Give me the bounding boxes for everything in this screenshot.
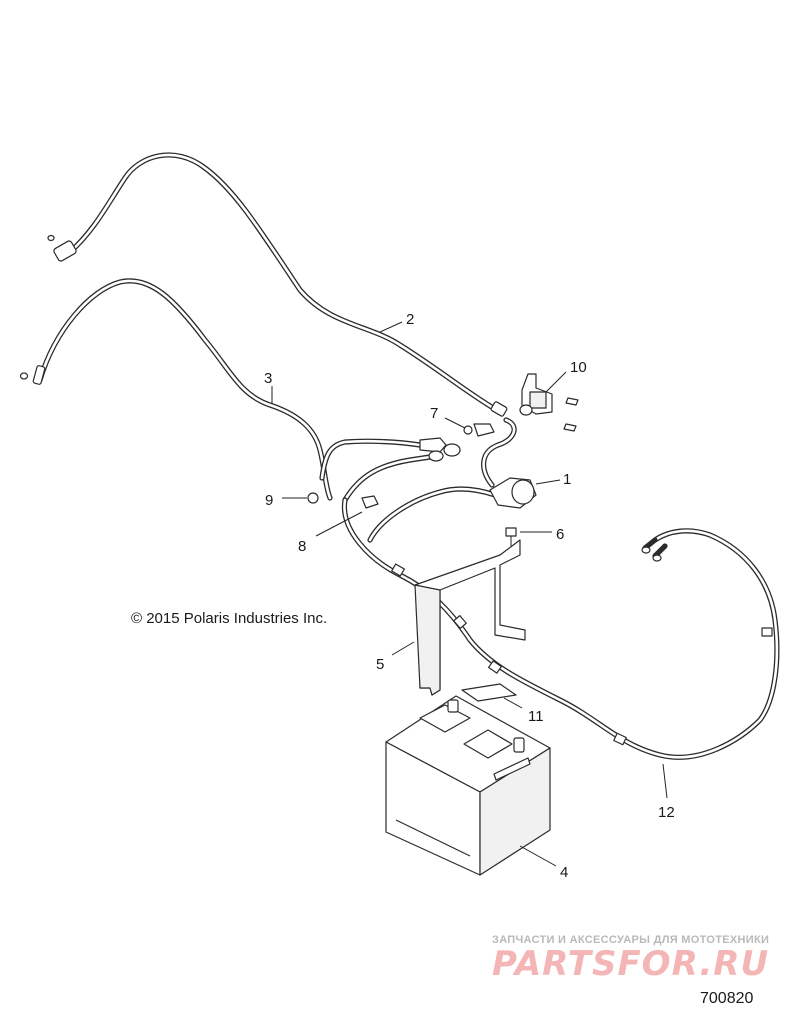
part-4-battery bbox=[385, 695, 551, 876]
fasteners bbox=[307, 423, 517, 546]
callout-6: 6 bbox=[556, 526, 564, 543]
part-1-boot bbox=[489, 477, 537, 509]
copyright-notice: © 2015 Polaris Industries Inc. bbox=[131, 610, 328, 627]
diagram-number: 700820 bbox=[700, 990, 754, 1007]
callout-3: 3 bbox=[264, 370, 272, 387]
callout-12: 12 bbox=[658, 804, 675, 821]
ground-cable bbox=[319, 437, 461, 503]
part-5-bracket bbox=[414, 539, 526, 696]
callout-5: 5 bbox=[376, 656, 384, 673]
callout-1: 1 bbox=[563, 471, 571, 488]
callout-7: 7 bbox=[430, 405, 438, 422]
callout-9: 9 bbox=[265, 492, 273, 509]
callout-labels: 1 2 3 4 5 6 7 8 9 10 11 12 bbox=[264, 311, 675, 881]
part-10-relay bbox=[519, 373, 579, 432]
callout-11: 11 bbox=[528, 708, 544, 725]
watermark-logo: PARTSFOR.RU bbox=[492, 944, 770, 984]
leader-lines bbox=[271, 321, 668, 867]
cable-3 bbox=[19, 278, 333, 501]
cable-2 bbox=[47, 152, 517, 488]
callout-4: 4 bbox=[560, 864, 568, 881]
callout-2: 2 bbox=[406, 311, 414, 328]
watermark-tagline: ЗАПЧАСТИ И АКСЕССУАРЫ ДЛЯ МОТОТЕХНИКИ bbox=[492, 934, 770, 946]
part-11-label bbox=[461, 683, 517, 702]
callout-8: 8 bbox=[298, 538, 306, 555]
callout-10: 10 bbox=[570, 359, 587, 376]
